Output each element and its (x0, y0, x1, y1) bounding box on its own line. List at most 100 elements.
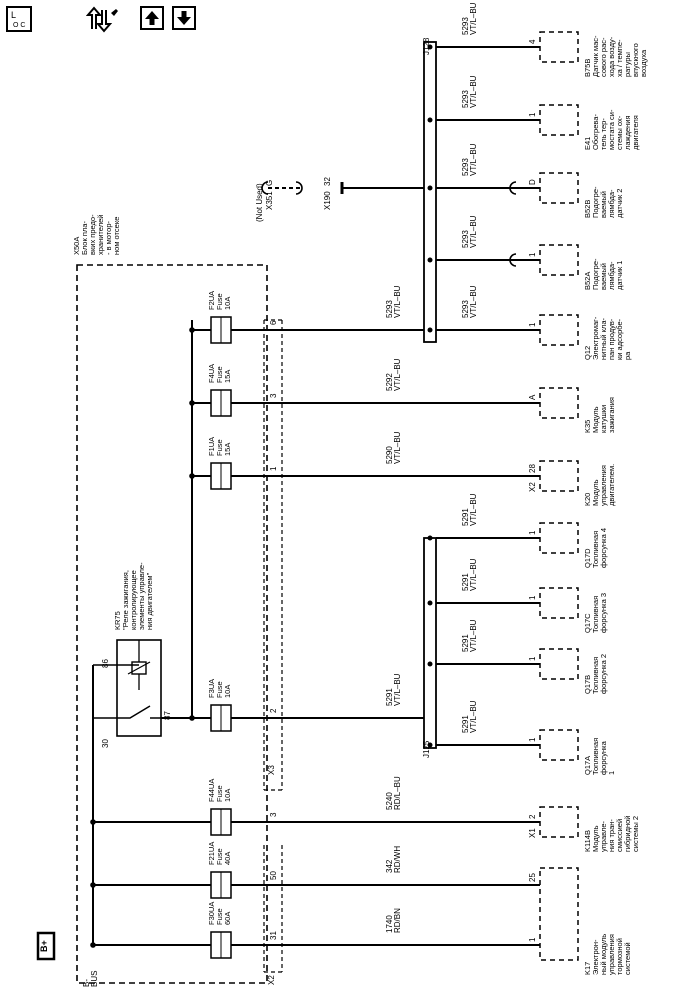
junction-dot (427, 257, 433, 263)
component-pin: 1 (528, 595, 537, 600)
component-label-line: форсунка 4 (599, 528, 608, 568)
fuse-rating: 10A (223, 789, 232, 802)
branch-color-code: VT/L–BU (469, 75, 478, 108)
fuse-rating: 15A (223, 443, 232, 456)
fuse-type: Fuse (215, 785, 224, 802)
branch-circuit-number: 5293 (461, 230, 470, 248)
component-pin: 1 (528, 530, 537, 535)
component-label-line: двигателем. (607, 464, 616, 506)
component-label-line: нитный кла- (599, 318, 608, 360)
component-pin: 1 (528, 252, 537, 257)
signal-flow-button[interactable] (85, 5, 120, 33)
wire-color-code: VT/L–BU (393, 358, 402, 391)
locator-label: L (11, 10, 16, 20)
fuse-name: F2UA (207, 291, 216, 310)
component-label-line: Q17B (583, 675, 592, 694)
bbus-label-2: BUS (90, 971, 99, 987)
junction-dot (427, 535, 433, 541)
wire-color-code: RD/WH (393, 846, 402, 873)
component-label-line: Q12 (583, 346, 592, 360)
component-label-line: системой (623, 942, 632, 975)
relay-pin-86: 86 (101, 659, 110, 668)
toolbar: L O C (0, 0, 700, 44)
x190-pin: 32 (323, 177, 332, 186)
component-label-line: форсунка (599, 740, 608, 775)
component-label-line: датчик 1 (615, 261, 624, 290)
splice-dot (90, 819, 96, 825)
locator-button[interactable]: L O C (6, 6, 32, 32)
component-label-line: лаждения (623, 115, 632, 150)
component-label-line: пан продув- (607, 318, 616, 360)
arrow-up-icon (145, 11, 159, 25)
relay-switch (93, 705, 161, 719)
junction-dot (427, 327, 433, 333)
fuse-type: Fuse (215, 293, 224, 310)
fuse-pin-number: 2 (269, 708, 278, 713)
component-label-line: ратуры (623, 52, 632, 77)
splice-dot (189, 327, 195, 333)
component-label-line: Q17D (583, 548, 592, 568)
bbus-label-1: B- (82, 979, 91, 987)
component-pin: A (528, 394, 537, 400)
component-label-line: Модуль (591, 406, 600, 433)
component-label-line: Обогрева- (591, 114, 600, 150)
fuse-pin-number: 50 (269, 871, 278, 880)
component-label-line: впускного (631, 43, 640, 77)
branch-color-code: VT/L–BU (469, 558, 478, 591)
page-down-button[interactable] (172, 6, 196, 30)
fuse-type: Fuse (215, 681, 224, 698)
sensor-plug-symbol (509, 253, 517, 267)
component-label-line: лямбда- (607, 189, 616, 218)
connector-x2-outline (263, 845, 283, 973)
fuse-block-x50a-label-line: вких предо- (88, 214, 97, 255)
component-label-line: смиссией (615, 819, 624, 852)
fuse-pin-number: 3 (269, 393, 278, 398)
relay-pin-87: 87 (163, 711, 172, 720)
fuse-rating: 60A (223, 912, 232, 925)
branch-circuit-number: 5293 (461, 300, 470, 318)
fuse-type: Fuse (215, 439, 224, 456)
wire-color-code: VT/L–BU (393, 285, 402, 318)
fuse-name: F3UA (207, 679, 216, 698)
component-label-line: мостата си- (607, 109, 616, 150)
fuse-block-outline (76, 264, 268, 984)
junction-dot (427, 185, 433, 191)
fuse-block-x50a-label-line: - в мотор- (104, 220, 113, 255)
relay-pin-30: 30 (101, 739, 110, 748)
component-label-line: ра (623, 351, 632, 360)
component-box (539, 729, 579, 761)
component-label-line: тель тер- (599, 118, 608, 150)
splice-dot (189, 400, 195, 406)
fuse-rating: 40A (223, 852, 232, 865)
fuse-name: F44UA (207, 779, 216, 802)
fuse-block-x50a-label-line: X50A (72, 237, 81, 255)
branch-color-code: VT/L–BU (469, 143, 478, 176)
component-label-line: системы 2 (631, 816, 640, 852)
fuse-name: F4UA (207, 364, 216, 383)
splice-dot (189, 473, 195, 479)
component-label-line: форсунка 3 (599, 593, 608, 633)
fuse-rating: 10A (223, 297, 232, 310)
branch-circuit-number: 5293 (461, 17, 470, 35)
relay-output-bus (161, 320, 193, 719)
component-pin: 1 (528, 656, 537, 661)
component-pin: 2 (528, 814, 537, 819)
bplus-label: B+ (39, 940, 49, 952)
splice-dot (189, 715, 195, 721)
fuse-pin-number: 6 (269, 320, 278, 325)
component-box (539, 587, 579, 619)
component-label-line: K17 (583, 962, 592, 975)
junction-j128-label: J128 (422, 37, 431, 55)
page-up-button[interactable] (140, 6, 164, 30)
branch-circuit-number: 5291 (461, 634, 470, 652)
branch-circuit-number: 5291 (461, 715, 470, 733)
component-pin: 28 (528, 464, 537, 473)
branch-color-code: VT/L–BU (469, 285, 478, 318)
component-label-line: воздуха (639, 49, 648, 77)
locator-sublabel: O C (13, 22, 25, 29)
component-label-line: управления (599, 465, 608, 506)
junction-dot (427, 661, 433, 667)
wire-circuit-number: 5240 (385, 792, 394, 810)
component-box (539, 806, 579, 838)
fuse-pin-number: 31 (269, 931, 278, 940)
